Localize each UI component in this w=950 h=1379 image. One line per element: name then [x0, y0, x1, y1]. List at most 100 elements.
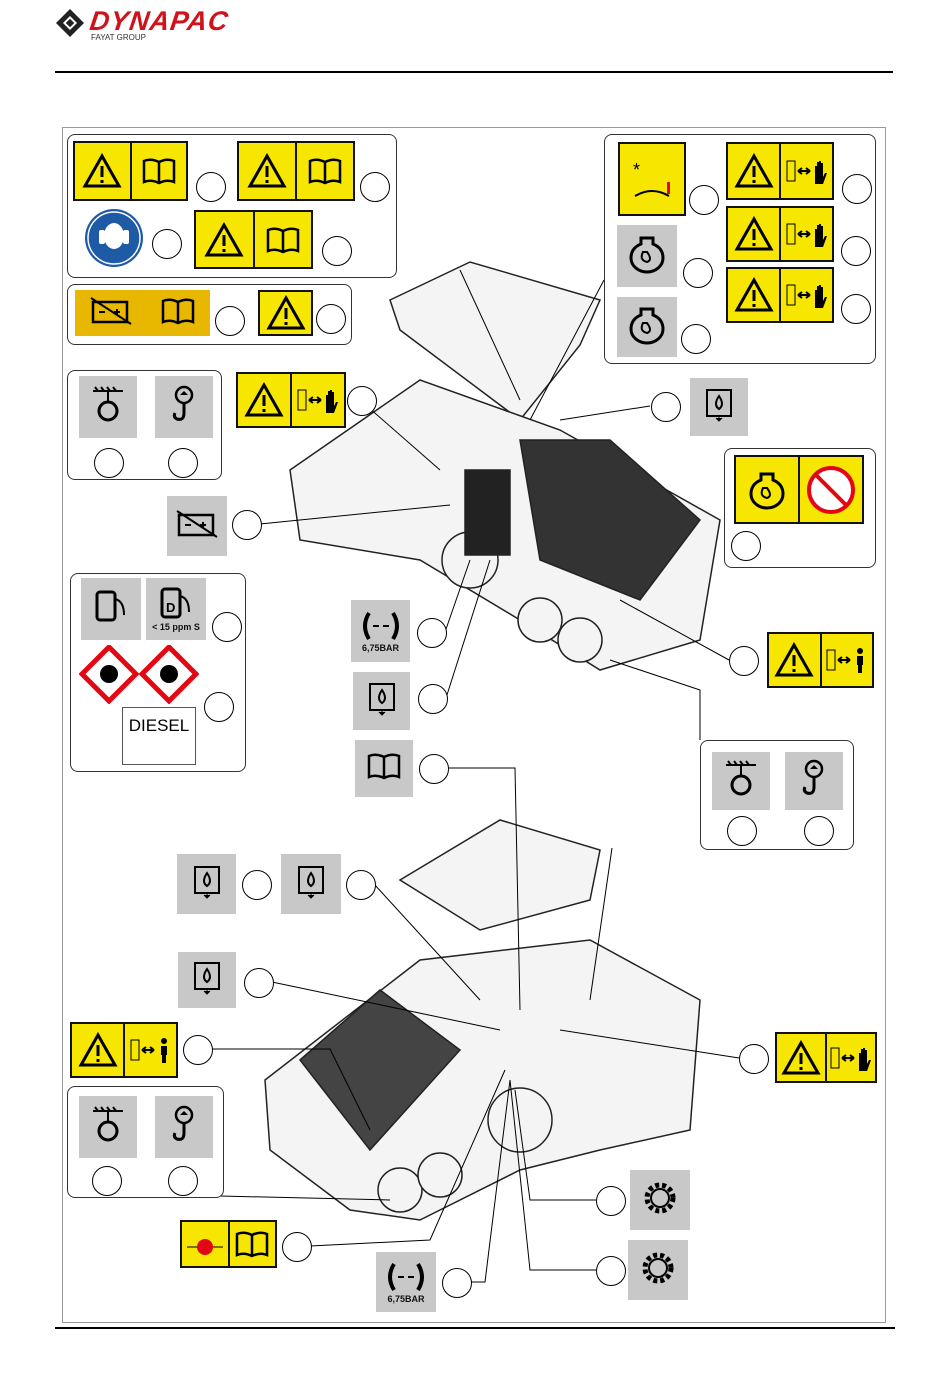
decal-pictogram-icon — [75, 143, 132, 199]
callout-circle — [683, 258, 713, 288]
decal-pictogram-icon — [769, 634, 822, 686]
tyre-pressure-decal-bottom: 6,75BAR — [376, 1252, 436, 1312]
crush-hand-decal — [236, 372, 346, 428]
decal-pictogram-icon — [294, 864, 328, 905]
health-hazard-decal — [138, 645, 200, 707]
callout-circle — [689, 185, 719, 215]
hearing-protection-decal — [79, 207, 149, 273]
decal-pictogram-icon — [297, 143, 353, 199]
decal-pictogram-icon — [182, 1222, 230, 1266]
tyre-pressure-icon — [388, 1262, 424, 1292]
decal-pictogram-icon — [90, 385, 126, 430]
crush-hand-decal — [775, 1032, 877, 1083]
decal-pictogram-icon — [169, 385, 199, 430]
callout-circle — [651, 392, 681, 422]
decal-pictogram-icon — [138, 645, 200, 707]
decal-pictogram-icon — [292, 374, 344, 426]
tyre-pressure-icon — [362, 611, 399, 641]
decal-pictogram-icon — [260, 292, 311, 334]
belt-hazard-decal — [726, 267, 834, 323]
decal-pictogram-icon — [728, 269, 781, 321]
callout-circle — [418, 684, 448, 714]
callout-circle — [841, 294, 871, 324]
decal-pictogram-icon — [160, 297, 196, 330]
callout-circle — [731, 531, 761, 561]
callout-circle — [242, 870, 272, 900]
engine-oil-decal — [617, 297, 677, 357]
environment-hazard-decal — [78, 645, 140, 707]
key-warning-decal — [194, 210, 313, 269]
decal-pictogram-icon — [125, 1024, 176, 1076]
hot-surface-hand-decal — [726, 142, 834, 200]
decal-pictogram-icon — [728, 144, 781, 198]
footer-divider — [55, 1327, 895, 1329]
callout-circle — [183, 1035, 213, 1065]
svg-text:D: D — [166, 600, 175, 615]
hydraulic-drain-decal — [178, 952, 236, 1008]
paver-bottom-hopper — [298, 989, 462, 1152]
decal-pictogram-icon — [84, 208, 144, 273]
brand-subtitle: FAYAT GROUP — [91, 33, 146, 42]
decal-pictogram-icon — [627, 234, 667, 279]
callout-circle — [316, 304, 346, 334]
pressure-label: 6,75BAR — [387, 1294, 425, 1304]
callout-circle — [322, 236, 352, 266]
callout-circle — [215, 306, 245, 336]
callout-circle — [196, 172, 226, 202]
callout-circle — [282, 1232, 312, 1262]
decal-pictogram-icon — [239, 143, 297, 199]
decal-pictogram-icon — [366, 752, 402, 785]
dynapac-logo-icon — [56, 9, 84, 37]
keep-distance-decal — [767, 632, 874, 688]
fan-hazard-decal — [726, 206, 834, 262]
tyre-pressure-decal-top: 6,75BAR — [351, 600, 410, 662]
paver-top-wheel — [557, 617, 603, 663]
warning-read-manual-decal — [73, 141, 188, 201]
gearbox-oil-decal — [630, 1170, 690, 1230]
svg-text:*: * — [633, 160, 640, 180]
callout-circle — [417, 618, 447, 648]
decal-pictogram-icon — [89, 296, 133, 331]
fuel-drain-decal — [353, 672, 410, 730]
decal-pictogram-icon — [169, 1105, 199, 1150]
decal-pictogram-icon — [196, 212, 255, 267]
engine-start-warning-decal — [734, 455, 864, 524]
hydraulic-oil-decal — [177, 854, 236, 914]
decal-pictogram-icon — [78, 645, 140, 707]
callout-circle — [596, 1256, 626, 1286]
sling-point-decal — [712, 752, 770, 810]
callout-circle — [168, 1166, 198, 1196]
decal-pictogram-icon — [640, 1178, 680, 1223]
leader-lines — [211, 269, 740, 1283]
keep-distance-decal — [70, 1022, 178, 1078]
decal-pictogram-icon — [702, 387, 736, 428]
callout-circle — [94, 448, 124, 478]
engine-coolant-decal — [617, 225, 677, 287]
decal-pictogram-icon: * — [620, 144, 684, 214]
decal-pictogram-icon — [736, 457, 800, 522]
decal-pictogram-icon — [190, 864, 224, 905]
decal-pictogram-icon — [799, 759, 829, 804]
decal-pictogram-icon — [827, 1034, 875, 1081]
decal-pictogram-icon — [365, 681, 399, 722]
callout-circle — [244, 968, 274, 998]
decal-pictogram-icon — [728, 208, 781, 260]
decal-pictogram-icon — [94, 589, 128, 630]
paver-top-wheel — [517, 597, 563, 643]
lifting-point-decal — [785, 752, 843, 810]
operator-warning-decal — [237, 141, 355, 201]
battery-maintenance-decal — [75, 290, 210, 336]
callout-circle — [346, 870, 376, 900]
fuel-ppm-label: < 15 ppm S — [152, 622, 200, 632]
decal-pictogram-icon — [777, 1034, 827, 1081]
decal-pictogram-icon — [175, 509, 219, 544]
decal-pictogram-icon — [781, 208, 832, 260]
decal-pictogram-icon — [822, 634, 873, 686]
fuel-diesel-decal — [81, 578, 141, 640]
header-divider — [55, 71, 893, 73]
decal-pictogram-icon — [238, 374, 292, 426]
pressure-label: 6,75BAR — [361, 643, 399, 653]
decal-pictogram-icon — [255, 212, 312, 267]
hot-surface-decal — [258, 290, 313, 336]
paver-bottom-wheel — [417, 1152, 463, 1198]
